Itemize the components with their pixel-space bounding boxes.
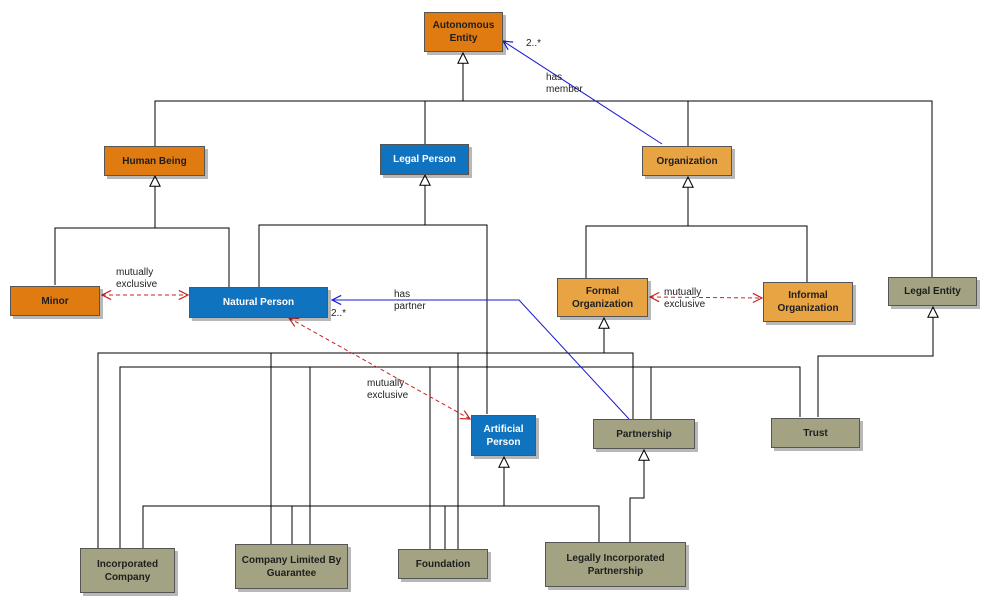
multiplicity-member-label: 2..* [526,38,542,49]
company-limited-by-guarantee-node[interactable]: Company Limited By Guarantee [235,544,348,589]
mutually-exclusive-lines [102,295,762,419]
generalization-artificial-person [142,457,600,549]
legally-incorporated-partnership-node[interactable]: Legally Incorporated Partnership [545,542,686,587]
generalization-legal-person [258,175,488,414]
has-partner-label: has partner [394,289,426,312]
artificial-person-node[interactable]: Artificial Person [471,415,536,456]
mutually-exclusive-label-minor: mutually exclusive [116,267,158,290]
generalization-autonomous-entity [154,53,933,278]
organization-node[interactable]: Organization [642,146,732,176]
legal-entity-node[interactable]: Legal Entity [888,277,977,306]
multiplicity-partner-label: 2..* [331,308,347,319]
natural-person-node[interactable]: Natural Person [189,287,328,318]
generalization-human-being [54,176,230,287]
partnership-node[interactable]: Partnership [593,419,695,449]
incorporated-company-node[interactable]: Incorporated Company [80,548,175,593]
human-being-node[interactable]: Human Being [104,146,205,176]
generalization-partnership [629,450,644,542]
has-member-label: has member [546,72,583,95]
association-lines [332,41,663,420]
formal-organization-node[interactable]: Formal Organization [557,278,648,317]
generalization-formal-organization [97,318,634,549]
generalization-organization [585,177,808,282]
legal-person-node[interactable]: Legal Person [380,144,469,175]
informal-organization-node[interactable]: Informal Organization [763,282,853,322]
mutually-exclusive-label-organization: mutually exclusive [664,287,706,310]
mutually-exclusive-label-artificial: mutually exclusive [367,378,409,401]
trust-node[interactable]: Trust [771,418,860,448]
foundation-node[interactable]: Foundation [398,549,488,579]
autonomous-entity-node[interactable]: Autonomous Entity [424,12,503,52]
minor-node[interactable]: Minor [10,286,100,316]
